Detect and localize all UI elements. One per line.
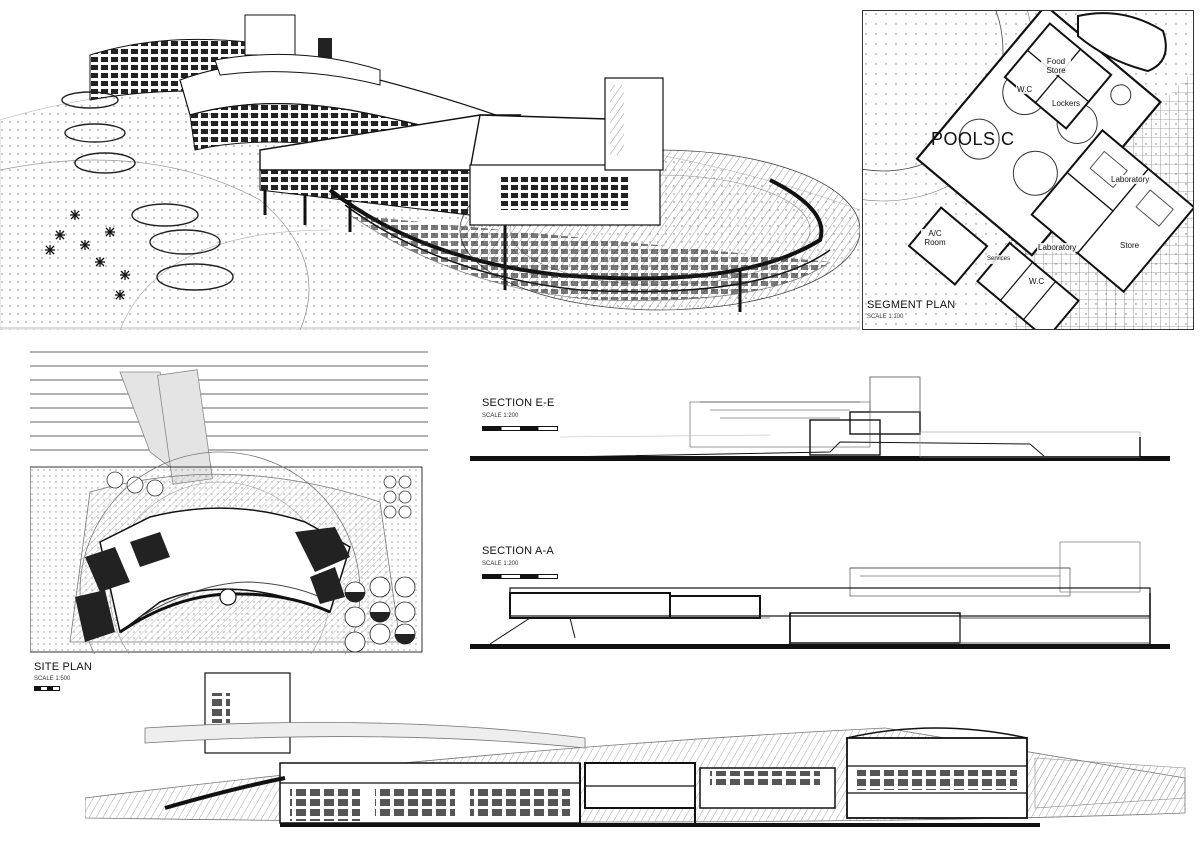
room-label-wc-top: W.C: [1016, 85, 1034, 94]
room-label-services: Services: [986, 255, 1012, 264]
room-label-food-store: Food Store: [1041, 57, 1071, 75]
room-label-store: Store: [1119, 241, 1141, 250]
landscape-pools: [61, 91, 234, 291]
room-label-lockers: Lockers: [1051, 99, 1082, 108]
aerial-perspective: [0, 0, 860, 330]
segment-plan-scale: SCALE 1:100: [867, 314, 904, 320]
section-aa-scale: SCALE 1:200: [482, 561, 519, 567]
segment-plan: POOLS C Food Store W.C Lockers Laborator…: [862, 10, 1194, 330]
site-plan: [30, 342, 428, 654]
section-aa-drawing: [470, 538, 1170, 653]
site-plan-title: SITE PLAN: [34, 661, 93, 673]
room-label-laboratory-mid: Laboratory: [1037, 243, 1078, 252]
segment-plan-title: SEGMENT PLAN: [867, 299, 956, 311]
sectional-perspective: [85, 668, 1195, 838]
section-aa-scale-bar: [482, 574, 558, 579]
site-plan-scale-bar: [34, 686, 60, 691]
section-ee-scale: SCALE 1:200: [482, 413, 519, 419]
section-ee-drawing: [470, 372, 1170, 464]
room-label-ac-room: A/C Room: [921, 229, 949, 247]
room-label-laboratory-top: Laboratory: [1110, 175, 1151, 184]
site-plan-scale: SCALE 1:500: [34, 676, 71, 682]
section-aa-title: SECTION A-A: [482, 545, 554, 557]
room-label-wc-bottom: W.C: [1028, 277, 1046, 286]
section-ee-scale-bar: [482, 426, 558, 431]
pool-label: POOLS C: [931, 129, 1015, 149]
section-ee-title: SECTION E-E: [482, 397, 555, 409]
